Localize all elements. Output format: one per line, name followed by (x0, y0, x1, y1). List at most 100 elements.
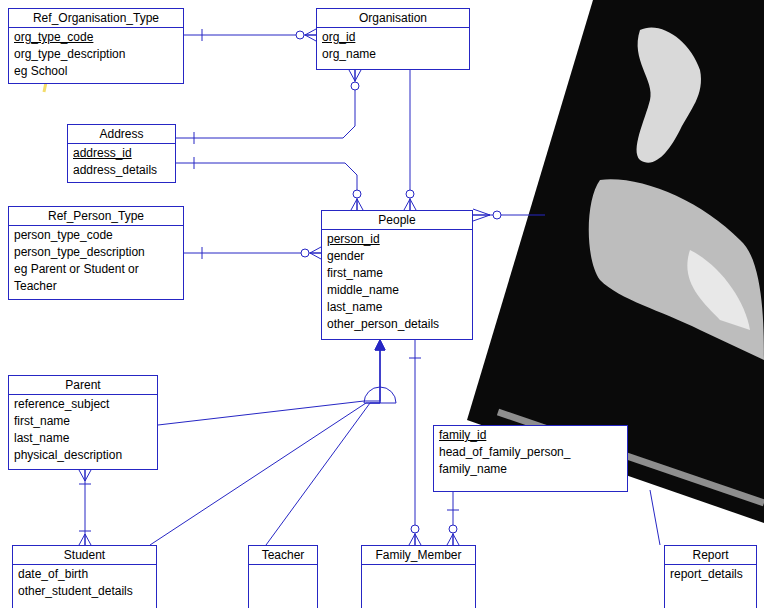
attribute-text: address_id (73, 145, 170, 162)
relationship-connector (404, 70, 416, 210)
attribute-text: person_id (327, 231, 467, 248)
relationship-line (410, 70, 411, 210)
optional-circle (493, 211, 501, 219)
optional-circle (353, 190, 361, 198)
attribute-text: other_student_details (18, 583, 151, 600)
attribute-list: family_idhead_of_family_person_family_na… (434, 426, 627, 479)
optional-circle (301, 249, 309, 257)
optional-circle (406, 190, 414, 198)
optional-circle (411, 525, 419, 533)
optional-circle (296, 31, 304, 39)
entity-name: Parent (9, 376, 157, 395)
relationship-connector (150, 340, 385, 545)
attribute-text: eg Parent or Student or Teacher (14, 261, 178, 295)
attribute-list: org_type_codeorg_type_descriptioneg Scho… (9, 28, 183, 81)
relationship-line (85, 470, 86, 545)
relationship-connector (158, 340, 385, 425)
entity-name: Ref_Person_Type (9, 207, 183, 226)
relationship-line (415, 340, 416, 545)
entity-name: Teacher (249, 546, 317, 565)
attribute-text: org_name (322, 46, 464, 63)
attribute-list: person_idgenderfirst_namemiddle_namelast… (322, 230, 472, 334)
attribute-list: org_idorg_name (317, 28, 469, 64)
relationship-connector (184, 29, 316, 41)
attribute-text: date_of_birth (18, 566, 151, 583)
attribute-text: address_details (73, 162, 170, 179)
entity-box: Ref_Organisation_Typeorg_type_codeorg_ty… (8, 8, 184, 84)
attribute-text: person_type_description (14, 244, 178, 261)
map-landmass (687, 250, 750, 330)
entity-box: Addressaddress_idaddress_details (67, 124, 176, 183)
attribute-text: last_name (14, 430, 152, 447)
attribute-text: reference_subject (14, 396, 152, 413)
attribute-text: eg School (14, 63, 178, 80)
relationship-line (176, 163, 357, 210)
entity-box: Teacher (248, 545, 318, 608)
arrow-head (375, 340, 385, 350)
attribute-text: gender (327, 248, 467, 265)
cardinality-bar (79, 531, 91, 532)
attribute-text: person_type_code (14, 227, 178, 244)
attribute-text: first_name (14, 413, 152, 430)
attribute-text: physical_description (14, 447, 152, 464)
relationship-connector (176, 157, 363, 210)
cardinality-bar (202, 29, 203, 41)
crows-foot (310, 247, 321, 259)
map-island (637, 27, 701, 162)
entity-name: Organisation (317, 9, 469, 28)
attribute-text: head_of_family_person_ (439, 444, 622, 461)
relationship-connector (266, 340, 385, 545)
entity-name: Report (665, 546, 756, 565)
relationship-line (650, 490, 660, 545)
entity-box: Family_Member (361, 545, 476, 608)
cardinality-bar (447, 510, 459, 511)
attribute-text: first_name (327, 265, 467, 282)
relationship-line (266, 340, 380, 545)
crows-foot (349, 70, 361, 81)
entity-box: family_idhead_of_family_person_family_na… (433, 425, 628, 492)
attribute-list: report_details (665, 565, 756, 584)
entity-box: Ref_Person_Typeperson_type_codeperson_ty… (8, 206, 184, 300)
relationship-connector (176, 70, 361, 144)
cardinality-bar (79, 484, 91, 485)
attribute-text: other_person_details (327, 316, 467, 333)
relationship-line (150, 340, 380, 545)
entity-box: Studentdate_of_birthother_student_detail… (12, 545, 157, 608)
map-landmass (589, 179, 764, 360)
attribute-text: org_type_description (14, 46, 178, 63)
entity-box: Parentreference_subjectfirst_namelast_na… (8, 375, 158, 470)
arrow-head (375, 340, 385, 350)
attribute-list: person_type_codeperson_type_descriptione… (9, 226, 183, 296)
relationship-line (184, 253, 321, 254)
attribute-list: reference_subjectfirst_namelast_namephys… (9, 395, 157, 465)
crows-foot (409, 534, 421, 545)
crows-foot (305, 29, 316, 41)
entity-box: Reportreport_details (664, 545, 757, 608)
entity-name: Ref_Organisation_Type (9, 9, 183, 28)
attribute-text: family_name (439, 461, 622, 478)
relationship-connector (409, 340, 421, 545)
optional-circle (351, 82, 359, 90)
relationship-line (176, 70, 355, 138)
entity-name: Family_Member (362, 546, 475, 565)
arrow-head (375, 340, 385, 350)
crows-foot (404, 199, 416, 210)
crows-foot (447, 534, 459, 545)
crows-foot (79, 534, 91, 545)
attribute-text: org_id (322, 29, 464, 46)
crows-foot (79, 470, 91, 481)
entity-box: Peopleperson_idgenderfirst_namemiddle_na… (321, 210, 473, 340)
optional-circle (449, 525, 457, 533)
relationship-line (158, 340, 380, 425)
cardinality-bar (409, 358, 421, 359)
entity-name: Student (13, 546, 156, 565)
crows-foot (473, 209, 490, 221)
relationship-connector (79, 470, 91, 545)
relationship-connector (184, 247, 321, 259)
cardinality-bar (202, 247, 203, 259)
attribute-list: address_idaddress_details (68, 144, 175, 180)
attribute-text: family_id (439, 427, 622, 444)
attribute-text: last_name (327, 299, 467, 316)
cardinality-bar (194, 132, 195, 144)
